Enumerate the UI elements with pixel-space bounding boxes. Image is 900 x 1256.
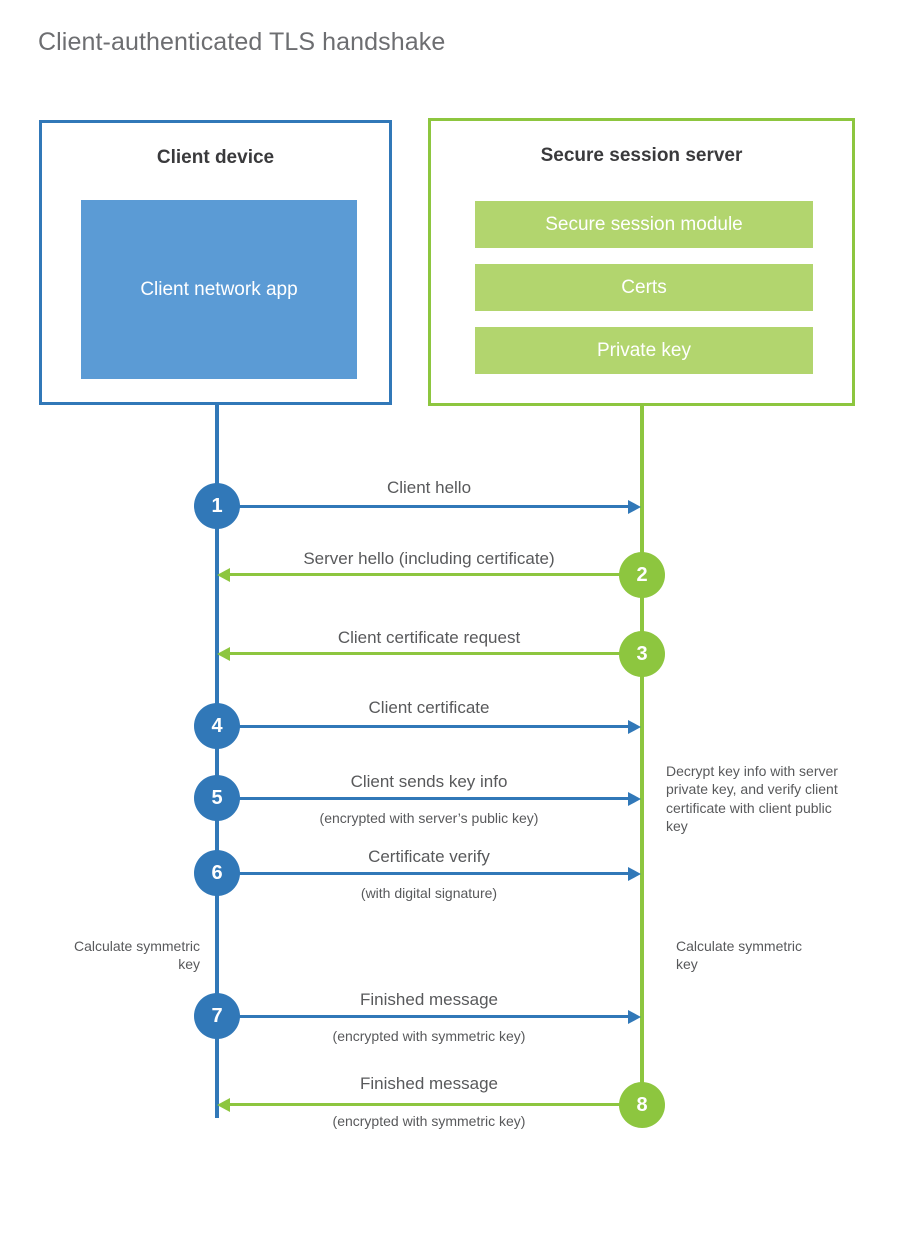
step-5-arrow-line <box>217 797 630 800</box>
step-7-marker: 7 <box>194 993 240 1039</box>
secure-session-server-box: Secure session server Secure session mod… <box>428 118 855 406</box>
client-device-title: Client device <box>156 147 275 168</box>
server-calculate-symmetric-key-note: Calculate symmetric key <box>676 938 803 973</box>
client-lifeline <box>215 405 219 1118</box>
step-6-arrow-line <box>217 872 630 875</box>
step-8-sublabel: (encrypted with symmetric key) <box>332 1113 526 1129</box>
step-3-arrow-line <box>229 652 642 655</box>
step-6-marker: 6 <box>194 850 240 896</box>
step-8-marker: 8 <box>619 1082 665 1128</box>
step-3-label: Client certificate request <box>337 628 521 647</box>
step-7-arrow-line <box>217 1015 630 1018</box>
step-2-marker: 2 <box>619 552 665 598</box>
step-4-arrow-line <box>217 725 630 728</box>
secure-session-server-title: Secure session server <box>540 145 743 166</box>
step-2-arrow-line <box>229 573 642 576</box>
client-network-app-block: Client network app <box>81 200 357 379</box>
step-5-label: Client sends key info <box>350 772 508 791</box>
step-2-label: Server hello (including certificate) <box>303 549 555 568</box>
step-1-marker: 1 <box>194 483 240 529</box>
server-lifeline <box>640 406 644 1106</box>
step-5-arrow-head-icon <box>628 792 641 806</box>
step-4-arrow-head-icon <box>628 720 641 734</box>
step-8-arrow-head-icon <box>217 1098 230 1112</box>
server-module-secure-session-module: Secure session module <box>475 201 813 248</box>
step-8-label: Finished message <box>360 1074 498 1093</box>
step-3-arrow-head-icon <box>217 647 230 661</box>
client-calculate-symmetric-key-note: Calculate symmetric key <box>73 938 200 973</box>
client-device-box: Client device Client network app <box>39 120 392 405</box>
step-6-arrow-head-icon <box>628 867 641 881</box>
step-7-label: Finished message <box>360 990 498 1009</box>
server-module-certs: Certs <box>475 264 813 311</box>
step-7-arrow-head-icon <box>628 1010 641 1024</box>
server-module-private-key: Private key <box>475 327 813 374</box>
step-2-arrow-head-icon <box>217 568 230 582</box>
step-1-label: Client hello <box>386 478 472 497</box>
step-8-arrow-line <box>229 1103 642 1106</box>
step-1-arrow-line <box>217 505 630 508</box>
step-4-label: Client certificate <box>368 698 490 717</box>
server-decrypt-note: Decrypt key info with server private key… <box>666 763 838 835</box>
step-7-sublabel: (encrypted with symmetric key) <box>332 1028 526 1044</box>
step-5-marker: 5 <box>194 775 240 821</box>
step-1-arrow-head-icon <box>628 500 641 514</box>
step-5-sublabel: (encrypted with server’s public key) <box>319 810 539 826</box>
step-4-marker: 4 <box>194 703 240 749</box>
step-6-sublabel: (with digital signature) <box>360 885 498 901</box>
page-title: Client-authenticated TLS handshake <box>38 28 446 56</box>
step-3-marker: 3 <box>619 631 665 677</box>
step-6-label: Certificate verify <box>368 847 490 866</box>
